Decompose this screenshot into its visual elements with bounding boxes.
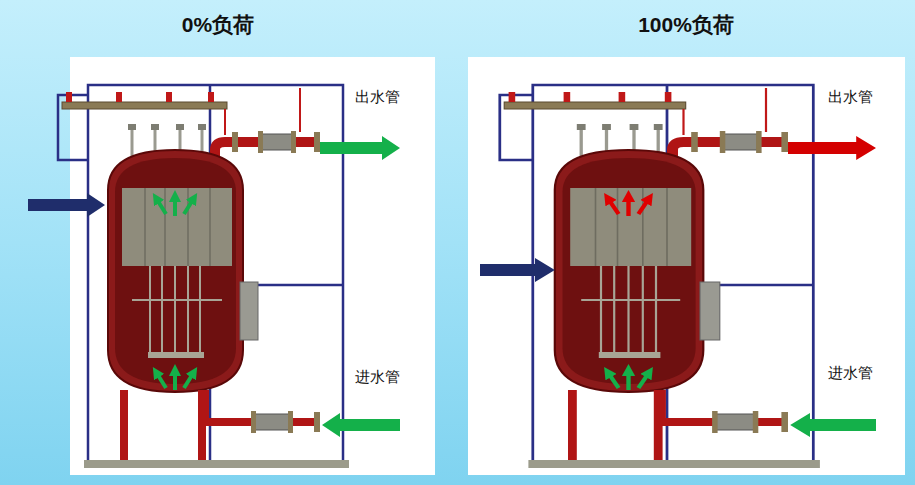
load-panel: 0%负荷 <box>70 57 435 475</box>
pipe-label: 出水管 <box>828 88 873 107</box>
panel-ground <box>468 57 905 475</box>
pipe-label: 出水管 <box>355 88 400 107</box>
panel-heading: 0%负荷 <box>182 11 254 39</box>
pipe-label: 进水管 <box>355 368 400 387</box>
load-panel: 100%负荷 <box>468 57 905 475</box>
heater-100 <box>480 85 876 468</box>
heater-0 <box>28 85 400 468</box>
panel-heading: 100%负荷 <box>638 11 734 39</box>
pipe-label: 进水管 <box>828 364 873 383</box>
